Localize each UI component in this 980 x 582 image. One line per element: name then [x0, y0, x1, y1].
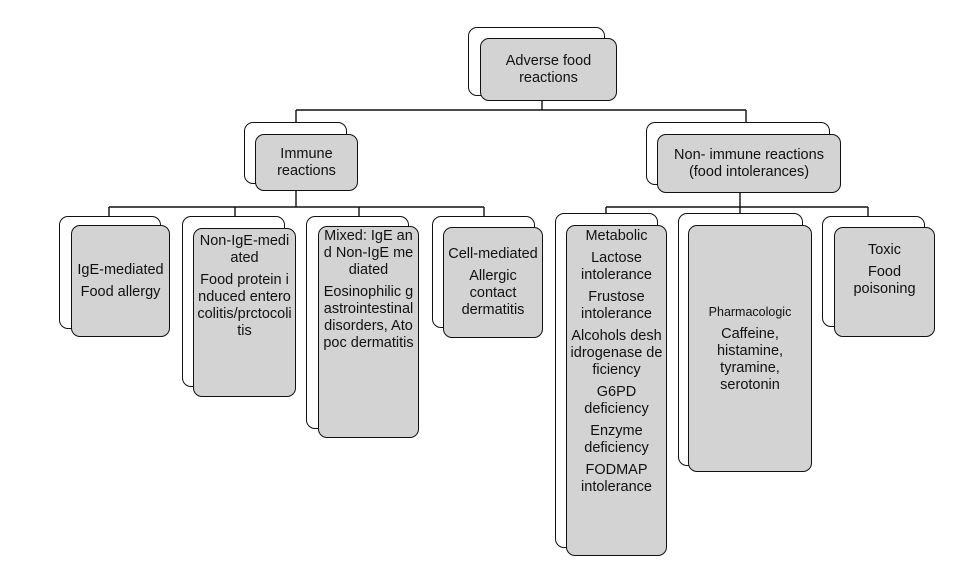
ige-node: IgE-mediated Food allergy — [71, 225, 170, 337]
ige-title: IgE-mediated — [77, 261, 164, 278]
toxic-body: Food poisoning — [853, 264, 916, 297]
pharmacologic-node: Pharmacologic Caffeine, histamine, tyram… — [688, 225, 812, 472]
metabolic-item: G6PD deficiency — [584, 384, 649, 417]
immune-label: Immune reactions — [277, 145, 336, 179]
nonige-title: Non-IgE-mediated — [199, 233, 290, 266]
root-node: Adverse food reactions — [480, 38, 617, 101]
nonige-body: Food protein induced enterocolitis/prcto… — [197, 272, 292, 339]
root-label: Adverse food reactions — [505, 52, 592, 86]
metabolic-item: Alcohols deshidrogenase deficiency — [570, 328, 663, 378]
toxic-title: Toxic — [867, 242, 902, 258]
nonimmune-label: Non- immune reactions (food intolerances… — [674, 146, 824, 180]
metabolic-item: FODMAP intolerance — [581, 462, 652, 495]
immune-node: Immune reactions — [255, 134, 358, 191]
nonige-node: Non-IgE-mediated Food protein induced en… — [193, 228, 296, 397]
toxic-node: Toxic Food poisoning — [834, 227, 935, 337]
mixed-body: Eosinophilic gastrointestinal disorders,… — [323, 284, 414, 351]
cell-body: Allergic contact dermatitis — [461, 268, 525, 318]
mixed-title: Mixed: IgE and Non-IgE mediated — [323, 228, 414, 278]
metabolic-item: Lactose intolerance — [581, 250, 652, 283]
metabolic-node: Metabolic Lactose intolerance Frustose i… — [566, 225, 667, 556]
ige-body: Food allergy — [80, 283, 161, 300]
nonimmune-node: Non- immune reactions (food intolerances… — [657, 134, 841, 193]
cell-node: Cell-mediated Allergic contact dermatiti… — [443, 227, 543, 338]
pharmacologic-title: Pharmacologic — [708, 304, 792, 319]
cell-title: Cell-mediated — [448, 246, 538, 262]
metabolic-title: Metabolic — [585, 228, 648, 244]
metabolic-item: Enzyme deficiency — [584, 423, 649, 456]
pharmacologic-body: Caffeine, histamine, tyramine, serotonin — [716, 325, 784, 393]
mixed-node: Mixed: IgE and Non-IgE mediated Eosinoph… — [318, 226, 419, 438]
metabolic-item: Frustose intolerance — [581, 289, 652, 322]
